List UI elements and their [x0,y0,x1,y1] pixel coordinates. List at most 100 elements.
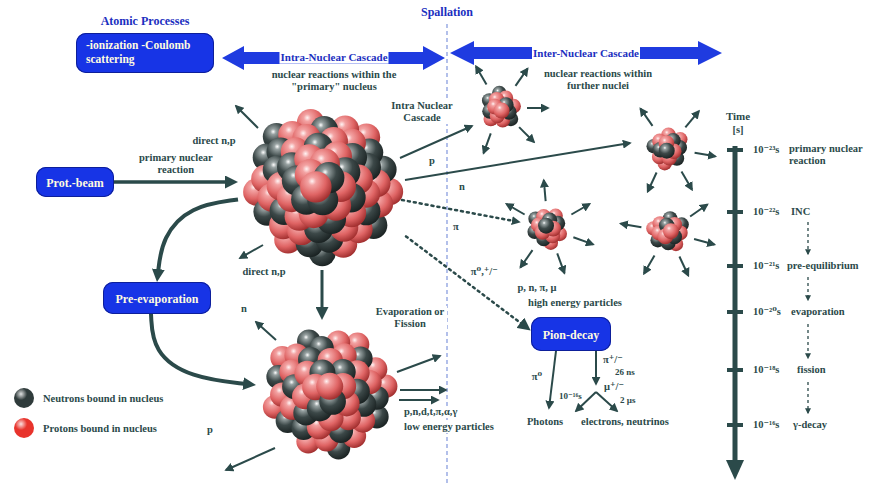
annotation-label: p [428,155,436,167]
process-box: Prot.-beam [36,167,113,197]
annotation-label: 10⁻¹⁶s [558,391,583,401]
particle-arrow [520,250,532,267]
particle-arrow [400,126,472,158]
time-stage: evaporation [790,306,846,318]
connector-arrow [114,180,231,184]
cascade-band-arrow [450,41,722,65]
edge-label: primary nuclear reaction [130,152,222,176]
time-stage: primary nuclear reaction [788,143,880,167]
particle-arrow [226,448,275,470]
legend-swatch [14,388,34,408]
annotation-label: π [452,221,460,233]
particle-arrow [573,237,593,244]
box-label: Pre-evaporation [115,292,198,306]
particle-arrow [256,322,276,340]
particle-arrow [397,356,440,372]
particle-arrow [399,399,438,401]
time-value: 10⁻²⁰s [752,306,782,318]
legend-label: Protons bound in nucleus [43,423,157,434]
annotation-label: p,n,d,t,π,α,γ [403,406,458,418]
nucleus: Intra Nuclear Cascade [238,102,406,270]
legend-label: Neutrons bound in nucleus [43,393,163,404]
particle-arrow [515,69,527,86]
sequence-arrow [807,382,808,413]
sequence-arrow [807,222,808,254]
process-box: Atomic Processes-ionization -Coulomb sca… [76,33,214,73]
box-label: -ionization -Coulomb scattering [86,39,204,67]
annotation-label: 2 µs [619,395,636,405]
time-value: 10⁻¹⁶s [752,419,780,431]
time-value: 10⁻²³s [752,144,780,156]
pion-track [402,200,519,222]
connector-arrow [158,199,238,275]
time-axis [733,146,738,462]
legend-row: Neutrons bound in nucleus [14,388,163,408]
legend-row: Protons bound in nucleus [14,418,163,438]
time-value: 10⁻²¹s [752,260,780,272]
time-tick [727,310,743,314]
particle-arrow [527,107,548,109]
particle-arrow [400,389,446,391]
process-box: Pion-decay [531,317,612,351]
particle-arrow [405,143,630,180]
process-box: Pre-evaporation [103,282,210,314]
connector-arrow [321,270,324,313]
time-tick [727,423,743,427]
sequence-arrow [807,324,808,358]
secondary-nucleus [621,204,715,275]
connector-arrow [151,314,249,384]
decay-arrow [549,351,556,408]
particle-arrow [519,127,534,142]
nucleus: Evaporation or Fission [256,320,400,464]
proton-sphere [300,171,331,202]
annotation-label: nuclear reactions within the "primary" n… [253,69,415,93]
particle-arrow [544,180,546,201]
time-stage: fission [796,364,827,376]
particle-arrow [621,224,642,228]
particle-arrow [682,171,693,189]
time-tick [727,148,743,152]
time-tick [727,264,743,268]
time-axis-head [726,460,744,480]
particle-arrow [240,245,263,258]
time-tick [727,368,743,372]
time-tick [727,210,743,214]
annotation-label: direct n,p [192,135,237,147]
time-value: 10⁻¹⁸s [752,364,780,376]
particle-arrow [685,111,698,127]
legend: Neutrons bound in nucleusProtons bound i… [14,388,163,448]
time-value: 10⁻²²s [752,206,780,218]
box-label: Prot.-beam [46,176,103,190]
neutron-sphere [538,218,554,234]
proton-sphere [494,103,510,119]
box-label: Pion-decay [543,328,600,342]
particle-arrow [694,239,714,244]
secondary-nucleus [506,180,593,273]
cascade-band-arrow [222,46,445,70]
legend-swatch [14,418,34,438]
particle-arrow [695,153,716,157]
particle-arrow [640,109,652,126]
annotation-label: n [240,303,248,315]
annotation-label: nuclear reactions within further nuclei [530,68,667,92]
sequence-arrow [807,277,808,300]
box-heading: Intra Nuclear Cascade [382,100,462,124]
annotation-label: direct n,p [242,266,287,278]
axis-title: Time [725,110,751,123]
time-stage: γ-decay [792,419,828,431]
annotation-label: p, n, π, μ [516,282,557,294]
annotation-label: π⁺/⁻ [602,354,624,366]
particle-arrow [679,256,688,275]
box-heading: Evaporation or Fission [373,306,447,330]
particle-arrow [644,255,655,273]
neutron-sphere [659,143,675,159]
proton-sphere [316,373,343,400]
annotation-label: n [458,181,466,193]
particle-arrow [648,172,657,191]
particle-arrow [484,133,491,153]
annotation-label: electrons, neutrinos [580,416,670,428]
proton-sphere [663,223,679,239]
annotation-label: π⁰ [531,371,543,383]
box-heading: Atomic Processes [101,15,190,29]
